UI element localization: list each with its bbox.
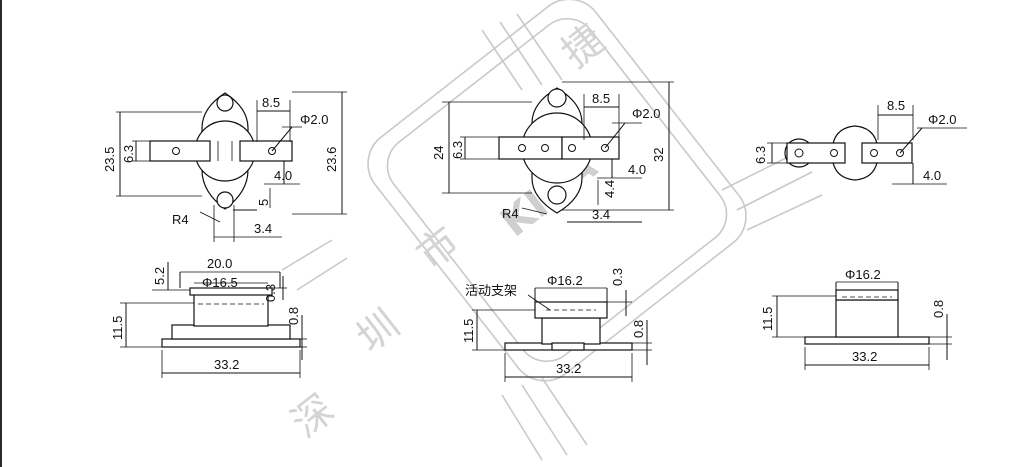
dim-height: 11.5 (461, 319, 476, 343)
dim-width-tab: 6.3 (753, 146, 768, 164)
dim-height-total: 24 (431, 146, 446, 160)
view-center-side: Φ16.2 0.3 活动支架 11.5 0.8 33.2 (461, 268, 652, 382)
dim-diameter: Φ16.5 (202, 275, 238, 290)
dim-thick-top: 0.3 (263, 284, 278, 302)
dim-radius: R4 (172, 212, 189, 227)
dim-gap: 5 (256, 199, 271, 206)
watermark-char-2: 圳 (348, 301, 408, 362)
dim-length: 33.2 (214, 357, 239, 372)
dim-diameter: Φ16.2 (845, 267, 881, 282)
dim-hole: Φ2.0 (632, 106, 660, 121)
dim-hole: Φ2.0 (300, 112, 328, 127)
dim-base: 0.8 (286, 307, 301, 325)
dim-tab-offset: 4.0 (923, 168, 941, 183)
dim-height-right: 32 (651, 148, 666, 162)
dim-length: 33.2 (852, 349, 877, 364)
dim-cap: 5.2 (152, 267, 167, 285)
watermark-char-3: 市 (408, 218, 468, 279)
dim-gap: 4.4 (602, 180, 617, 198)
view-left-side: 20.0 Φ16.5 5.2 0.3 11.5 0.8 33.2 (110, 256, 307, 378)
dim-height: 11.5 (760, 307, 775, 331)
dim-tab-offset: 4.0 (274, 168, 292, 183)
view-right-side: Φ16.2 11.5 0.8 33.2 (760, 267, 952, 370)
dim-pitch: 8.5 (592, 91, 610, 106)
dim-length: 33.2 (556, 361, 581, 376)
dim-radius: R4 (502, 206, 519, 221)
watermark: KIKA 深 圳 市 捷 (281, 0, 823, 461)
dim-slot: 3.4 (254, 221, 272, 236)
dim-hole: Φ2.0 (928, 112, 956, 127)
dim-thick-top: 0.3 (610, 268, 625, 286)
watermark-char-1: 深 (283, 386, 343, 447)
dim-width-tab: 6.3 (450, 141, 465, 159)
dim-width-tab: 6.3 (121, 145, 136, 163)
dim-height-total: 23.5 (102, 147, 117, 172)
dim-pitch: 8.5 (262, 95, 280, 110)
view-center-top: 8.5 Φ2.0 24 6.3 32 4.0 4.4 R4 3.4 (431, 81, 674, 223)
dim-tab-offset: 4.0 (628, 162, 646, 177)
watermark-char-4: 捷 (553, 16, 613, 77)
dim-pitch: 8.5 (887, 98, 905, 113)
dim-slot: 3.4 (592, 207, 610, 222)
view-right-top: 8.5 Φ2.0 6.3 4.0 (753, 98, 967, 185)
dim-flange: 20.0 (207, 256, 232, 271)
dim-diameter: Φ16.2 (547, 273, 583, 288)
dim-height: 11.5 (110, 316, 125, 340)
view-left-top: 8.5 Φ2.0 23.5 6.3 23.6 4.0 5 R4 3.4 (102, 91, 347, 242)
dim-height-right: 23.6 (324, 147, 339, 172)
dim-base: 0.8 (931, 300, 946, 318)
dim-base: 0.8 (631, 320, 646, 338)
label-movable-bracket: 活动支架 (465, 283, 517, 298)
